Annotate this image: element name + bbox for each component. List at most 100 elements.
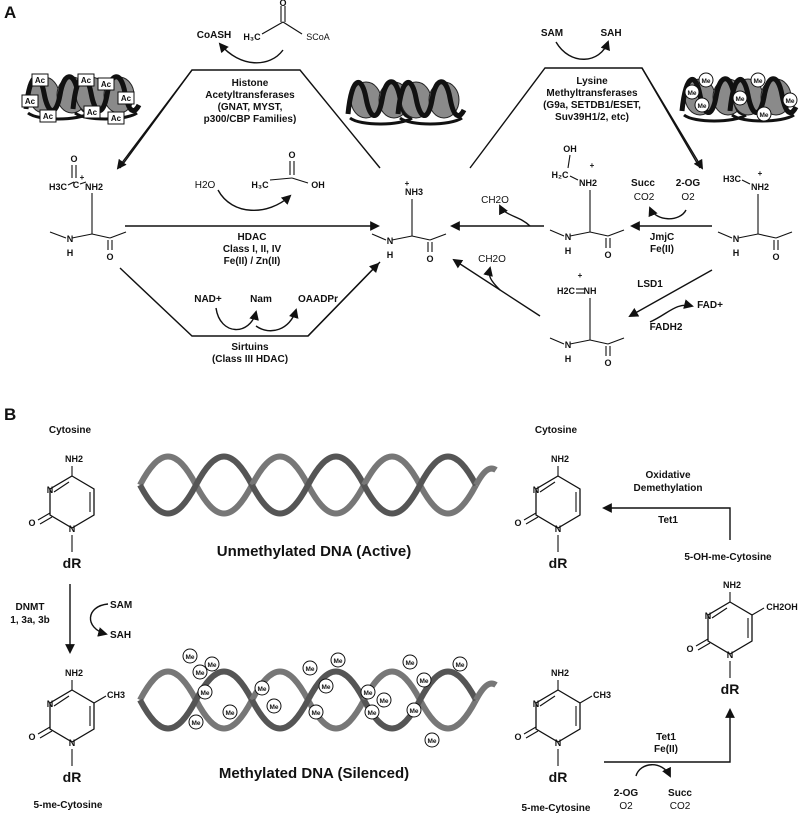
svg-text:H: H — [565, 354, 572, 364]
svg-text:Me: Me — [405, 660, 414, 667]
methyl-marks: Me Me Me Me Me Me Me — [684, 72, 798, 122]
jmjc-o2: O2 — [681, 192, 695, 203]
svg-text:Me: Me — [207, 662, 216, 669]
svg-text:N: N — [387, 236, 394, 246]
sam-label: SAM — [541, 28, 563, 39]
svg-text:H: H — [387, 250, 394, 260]
svg-text:N: N — [727, 650, 734, 660]
water-label: H2O — [195, 180, 216, 191]
svg-text:Me: Me — [687, 90, 696, 97]
svg-text:CH2OH: CH2OH — [766, 602, 798, 612]
svg-text:Ac: Ac — [121, 94, 132, 103]
jmjc-label: JmjC — [650, 232, 674, 243]
svg-text:NH2: NH2 — [551, 454, 569, 464]
svg-text:N: N — [555, 738, 562, 748]
svg-text:C: C — [73, 180, 80, 190]
tet1-label-upper: Tet1 — [658, 515, 678, 526]
svg-text:Ac: Ac — [111, 114, 122, 123]
svg-text:N: N — [533, 699, 540, 709]
svg-text:Me: Me — [333, 658, 342, 665]
oh-me-cytosine-label: 5-OH-me-Cytosine — [684, 552, 772, 563]
tet1-succ: Succ — [668, 788, 692, 799]
svg-text:Ac: Ac — [87, 108, 98, 117]
cytosine-label-right: Cytosine — [535, 425, 578, 436]
svg-text:Me: Me — [305, 666, 314, 673]
hat-line3: (GNAT, MYST, — [218, 102, 283, 113]
hat-title: Histone — [232, 78, 269, 89]
svg-text:Me: Me — [735, 96, 744, 103]
svg-text:O: O — [604, 358, 611, 368]
svg-text:Me: Me — [200, 690, 209, 697]
dnmt-label: DNMT — [16, 602, 45, 613]
svg-text:Ac: Ac — [81, 76, 92, 85]
iminium-lysine-structure: + H2C NH N H O — [549, 271, 625, 368]
svg-text:Me: Me — [225, 710, 234, 717]
tet1-o2: O2 — [619, 801, 633, 812]
cytosine-label-left: Cytosine — [49, 425, 92, 436]
svg-text:Me: Me — [191, 720, 200, 727]
methylated-dna-helix: Me Me Me Me Me Me Me Me Me Me Me Me Me M… — [140, 648, 498, 748]
methyl-lysine-structure: H3C + NH2 N H O — [717, 169, 793, 262]
svg-text:Me: Me — [759, 112, 768, 119]
fad-curve — [649, 299, 694, 323]
panel-a-label: A — [4, 3, 16, 22]
jmjc-metal: Fe(II) — [650, 244, 674, 255]
svg-text:NH3: NH3 — [405, 187, 423, 197]
sirtuins-arrow — [307, 262, 380, 337]
svg-text:dR: dR — [549, 769, 568, 785]
unmethylated-dna-helix — [140, 457, 498, 514]
me-cytosine-structure-left: NH2 N N O CH3 dR — [28, 668, 125, 785]
lysine-structure: + NH3 N H O — [371, 179, 447, 264]
svg-text:H: H — [67, 248, 74, 258]
svg-text:O: O — [686, 644, 693, 654]
svg-text:H₃C: H₃C — [243, 32, 261, 42]
svg-text:Me: Me — [409, 708, 418, 715]
svg-text:H2C: H2C — [557, 286, 576, 296]
svg-text:N: N — [533, 485, 540, 495]
tet1-co2: CO2 — [670, 801, 691, 812]
tet1-2og: 2-OG — [614, 788, 639, 799]
svg-text:H3C: H3C — [723, 174, 742, 184]
svg-text:Me: Me — [701, 78, 710, 85]
acetyl-lysine-structure: O H3C C + NH2 N H O — [49, 154, 127, 262]
oxidative-demethylation-arrow — [602, 503, 731, 540]
svg-text:N: N — [69, 524, 76, 534]
nam-label: Nam — [250, 294, 272, 305]
svg-text:N: N — [555, 524, 562, 534]
svg-text:Me: Me — [269, 704, 278, 711]
hydroxymethyl-lysine-structure: OH H₂C + NH2 N H O — [549, 144, 625, 260]
acetylcoa-curve — [218, 42, 284, 64]
svg-text:H: H — [565, 246, 572, 256]
panel-b-label: B — [4, 405, 16, 424]
demethylation-label: Demethylation — [634, 483, 703, 494]
svg-text:NH2: NH2 — [723, 580, 741, 590]
dnmt-isoforms: 1, 3a, 3b — [10, 615, 49, 626]
svg-text:O: O — [514, 732, 521, 742]
scoa-label: SCoA — [306, 32, 330, 42]
svg-text:CH3: CH3 — [107, 690, 125, 700]
ch2o-curve-lower — [483, 266, 501, 291]
svg-text:+: + — [590, 161, 595, 170]
lsd1-label: LSD1 — [637, 279, 663, 290]
tet1-label-lower: Tet1 — [656, 732, 676, 743]
svg-text:+: + — [405, 179, 410, 188]
svg-text:O: O — [772, 252, 779, 262]
nad-label: NAD+ — [194, 294, 222, 305]
hdac-classes: Class I, II, IV — [223, 244, 282, 255]
ch2o-label-lower: CH2O — [478, 254, 506, 265]
oh-me-cytosine-structure: NH2 N N O CH2OH dR — [686, 580, 797, 697]
hdac-water-curve — [217, 189, 292, 211]
svg-text:+: + — [758, 169, 763, 178]
acetic-acid-structure: O H₃C OH — [251, 150, 324, 190]
svg-text:Me: Me — [785, 98, 794, 105]
sirtuins-label: Sirtuins — [231, 342, 269, 353]
svg-text:Me: Me — [697, 103, 706, 110]
lsd1-arrow — [628, 269, 713, 317]
svg-text:dR: dR — [63, 769, 82, 785]
svg-text:Ac: Ac — [35, 76, 46, 85]
dnmt-sam-label: SAM — [110, 600, 132, 611]
svg-text:N: N — [565, 232, 572, 242]
svg-text:O: O — [106, 252, 113, 262]
kmt-line2: Methyltransferases — [546, 88, 638, 99]
